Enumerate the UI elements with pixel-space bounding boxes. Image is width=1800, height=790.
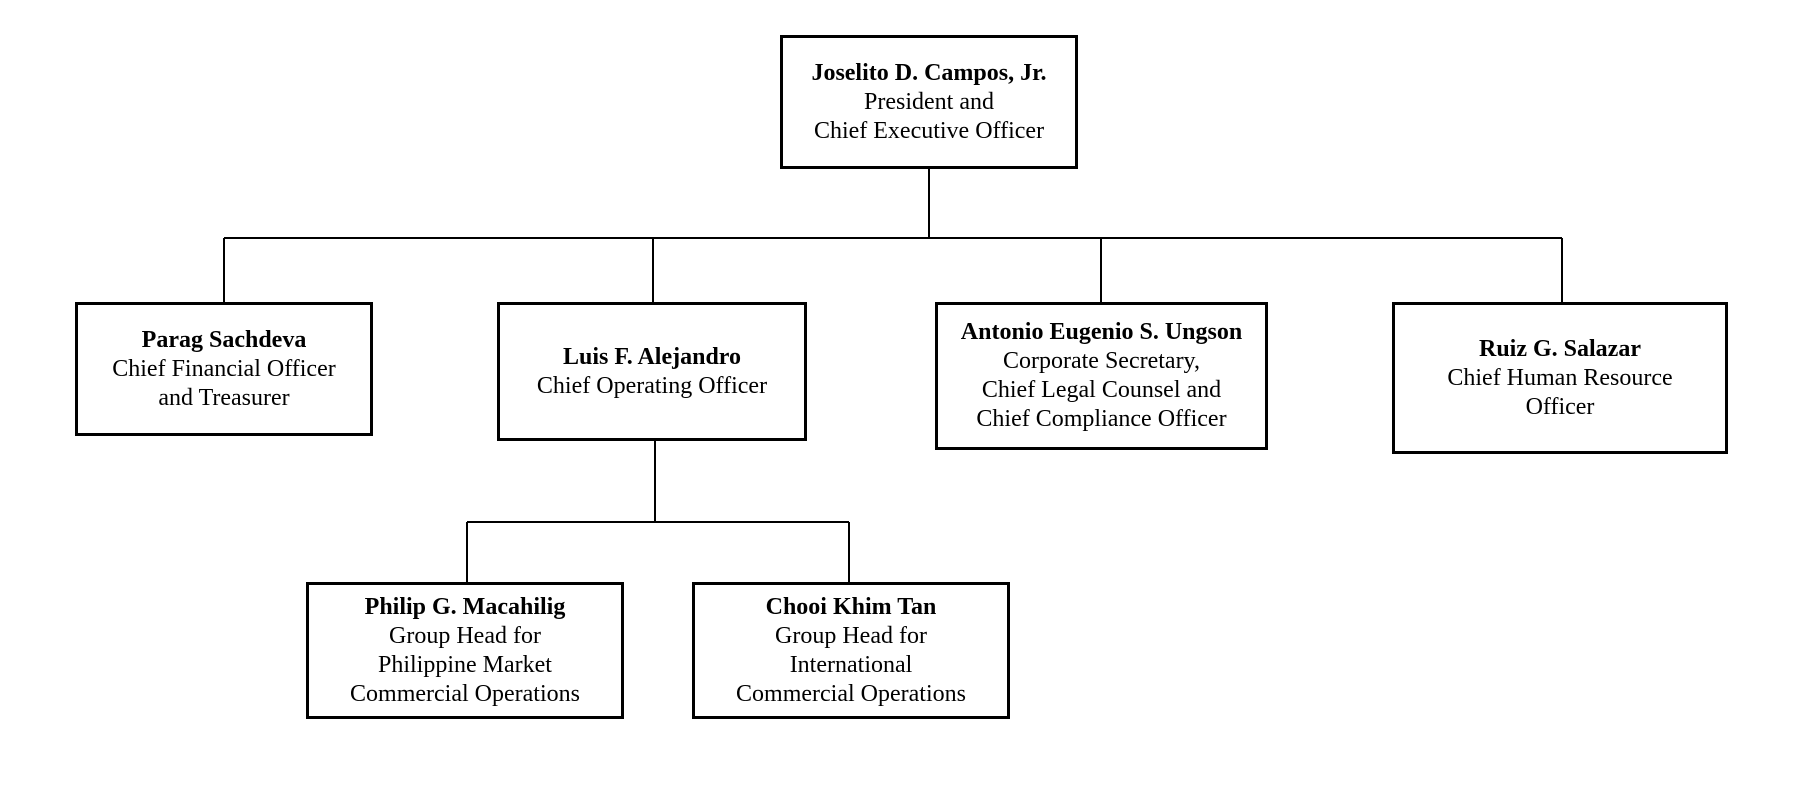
org-box-ceo: Joselito D. Campos, Jr. President and Ch… xyxy=(780,35,1078,169)
job-title-line: International xyxy=(789,651,913,678)
person-name: Joselito D. Campos, Jr. xyxy=(811,59,1047,86)
person-name: Antonio Eugenio S. Ungson xyxy=(960,319,1243,345)
job-title-line: and Treasurer xyxy=(158,384,290,411)
job-title-line: Chief Compliance Officer xyxy=(976,406,1227,432)
org-box-legal: Antonio Eugenio S. Ungson Corporate Secr… xyxy=(935,302,1268,450)
org-box-chro: Ruiz G. Salazar Chief Human Resource Off… xyxy=(1392,302,1728,454)
job-title-line: Chief Operating Officer xyxy=(536,372,768,399)
job-title-line: Chief Financial Officer xyxy=(112,355,336,382)
org-box-ph-ops: Philip G. Macahilig Group Head for Phili… xyxy=(306,582,624,719)
person-name: Chooi Khim Tan xyxy=(765,593,937,620)
job-title-line: Commercial Operations xyxy=(350,680,580,707)
person-name: Philip G. Macahilig xyxy=(364,593,566,620)
job-title-line: President and xyxy=(864,88,994,115)
person-name: Luis F. Alejandro xyxy=(562,343,742,370)
job-title-line: Chief Executive Officer xyxy=(813,117,1045,144)
job-title-line: Corporate Secretary, xyxy=(1002,348,1200,374)
org-box-intl-ops: Chooi Khim Tan Group Head for Internatio… xyxy=(692,582,1010,719)
job-title-line: Commercial Operations xyxy=(736,680,966,707)
org-box-cfo: Parag Sachdeva Chief Financial Officer a… xyxy=(75,302,373,436)
job-title-line: Group Head for xyxy=(389,622,541,649)
job-title-line: Officer xyxy=(1525,393,1595,420)
org-box-coo: Luis F. Alejandro Chief Operating Office… xyxy=(497,302,807,441)
job-title-line: Group Head for xyxy=(775,622,927,649)
job-title-line: Chief Human Resource xyxy=(1447,364,1673,391)
person-name: Ruiz G. Salazar xyxy=(1479,335,1641,362)
job-title-line: Chief Legal Counsel and xyxy=(981,377,1222,403)
person-name: Parag Sachdeva xyxy=(141,326,307,353)
job-title-line: Philippine Market xyxy=(378,651,552,678)
